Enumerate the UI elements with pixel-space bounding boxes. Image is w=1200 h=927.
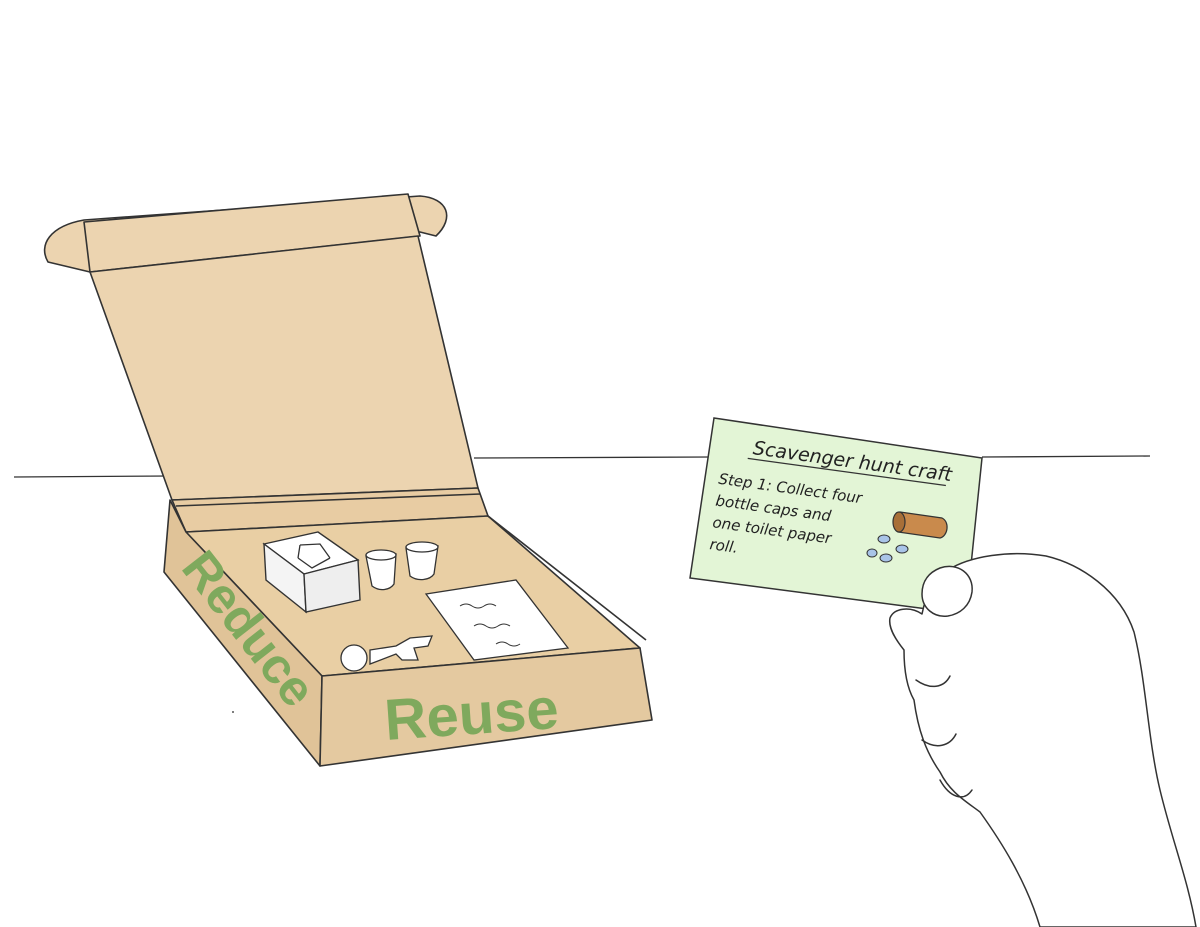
instruction-card: Scavenger hunt craft Step 1: Collect fou… — [689, 417, 983, 615]
thumb — [921, 565, 973, 617]
recycle-box-item — [262, 531, 361, 614]
box-front-side — [319, 647, 653, 767]
box-front-label: Reuse — [382, 676, 560, 753]
table-edge — [13, 455, 1151, 478]
bottle-caps-icon — [866, 534, 909, 563]
stray-mark — [232, 711, 234, 713]
hand-outline — [888, 552, 1197, 927]
toilet-roll-icon — [892, 511, 948, 539]
card-line-4: roll. — [709, 535, 740, 557]
figure-item — [340, 635, 433, 672]
cup-item-2 — [405, 541, 439, 581]
paper-item — [424, 579, 570, 661]
hand — [888, 552, 1197, 927]
card-title-underline — [747, 457, 946, 487]
open-box — [43, 193, 653, 767]
box-lid-panel — [89, 235, 479, 501]
recycle-icon — [297, 543, 331, 569]
box-lid-inner — [83, 193, 421, 273]
cup-item-1 — [365, 549, 397, 591]
